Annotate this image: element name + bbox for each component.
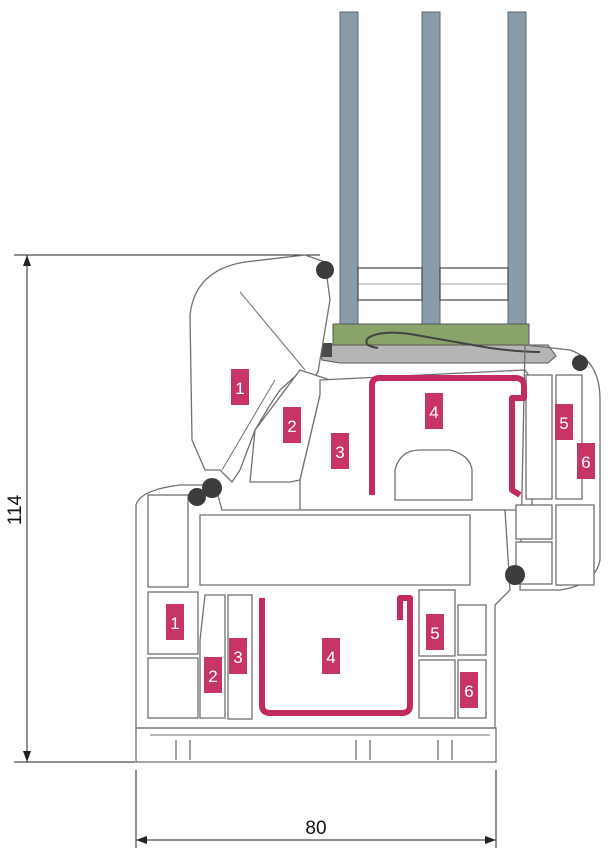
glass-panes	[339, 11, 527, 343]
frame-label-5: 5	[426, 614, 444, 650]
sash-label-1: 1	[231, 369, 249, 405]
frame-label-6: 6	[460, 672, 478, 708]
sash-chamber-labels: 1 2 3 4 5 6	[231, 369, 595, 479]
steel-reinforcement-sash	[369, 375, 527, 498]
glazing-gasket	[317, 323, 557, 364]
frame-label-3: 3	[229, 638, 247, 674]
sash-label-6: 6	[577, 443, 595, 479]
width-dimension-label: 80	[305, 818, 326, 839]
frame-label-4: 4	[322, 638, 340, 674]
svg-text:6: 6	[464, 682, 473, 701]
svg-text:4: 4	[429, 403, 438, 422]
sash-label-3: 3	[331, 433, 349, 469]
frame-chamber-labels: 1 2 3 4 5 6	[166, 604, 478, 708]
frame-profile	[135, 484, 595, 763]
height-dimension-label: 114	[5, 494, 26, 525]
svg-text:3: 3	[335, 443, 344, 462]
svg-text:4: 4	[326, 648, 335, 667]
sash-label-4: 4	[425, 393, 443, 429]
svg-text:1: 1	[235, 379, 244, 398]
svg-text:5: 5	[430, 624, 439, 643]
svg-text:1: 1	[170, 614, 179, 633]
svg-text:5: 5	[559, 414, 568, 433]
sash-label-5: 5	[555, 404, 573, 440]
svg-text:6: 6	[581, 453, 590, 472]
seals	[188, 261, 588, 585]
sash-label-2: 2	[283, 407, 301, 443]
height-dimension	[14, 254, 320, 763]
frame-label-2: 2	[204, 657, 222, 693]
svg-text:3: 3	[233, 648, 242, 667]
frame-label-1: 1	[166, 604, 184, 640]
svg-text:2: 2	[208, 667, 217, 686]
steel-reinforcement-frame	[259, 595, 413, 716]
width-dimension	[135, 770, 497, 848]
svg-text:2: 2	[287, 417, 296, 436]
